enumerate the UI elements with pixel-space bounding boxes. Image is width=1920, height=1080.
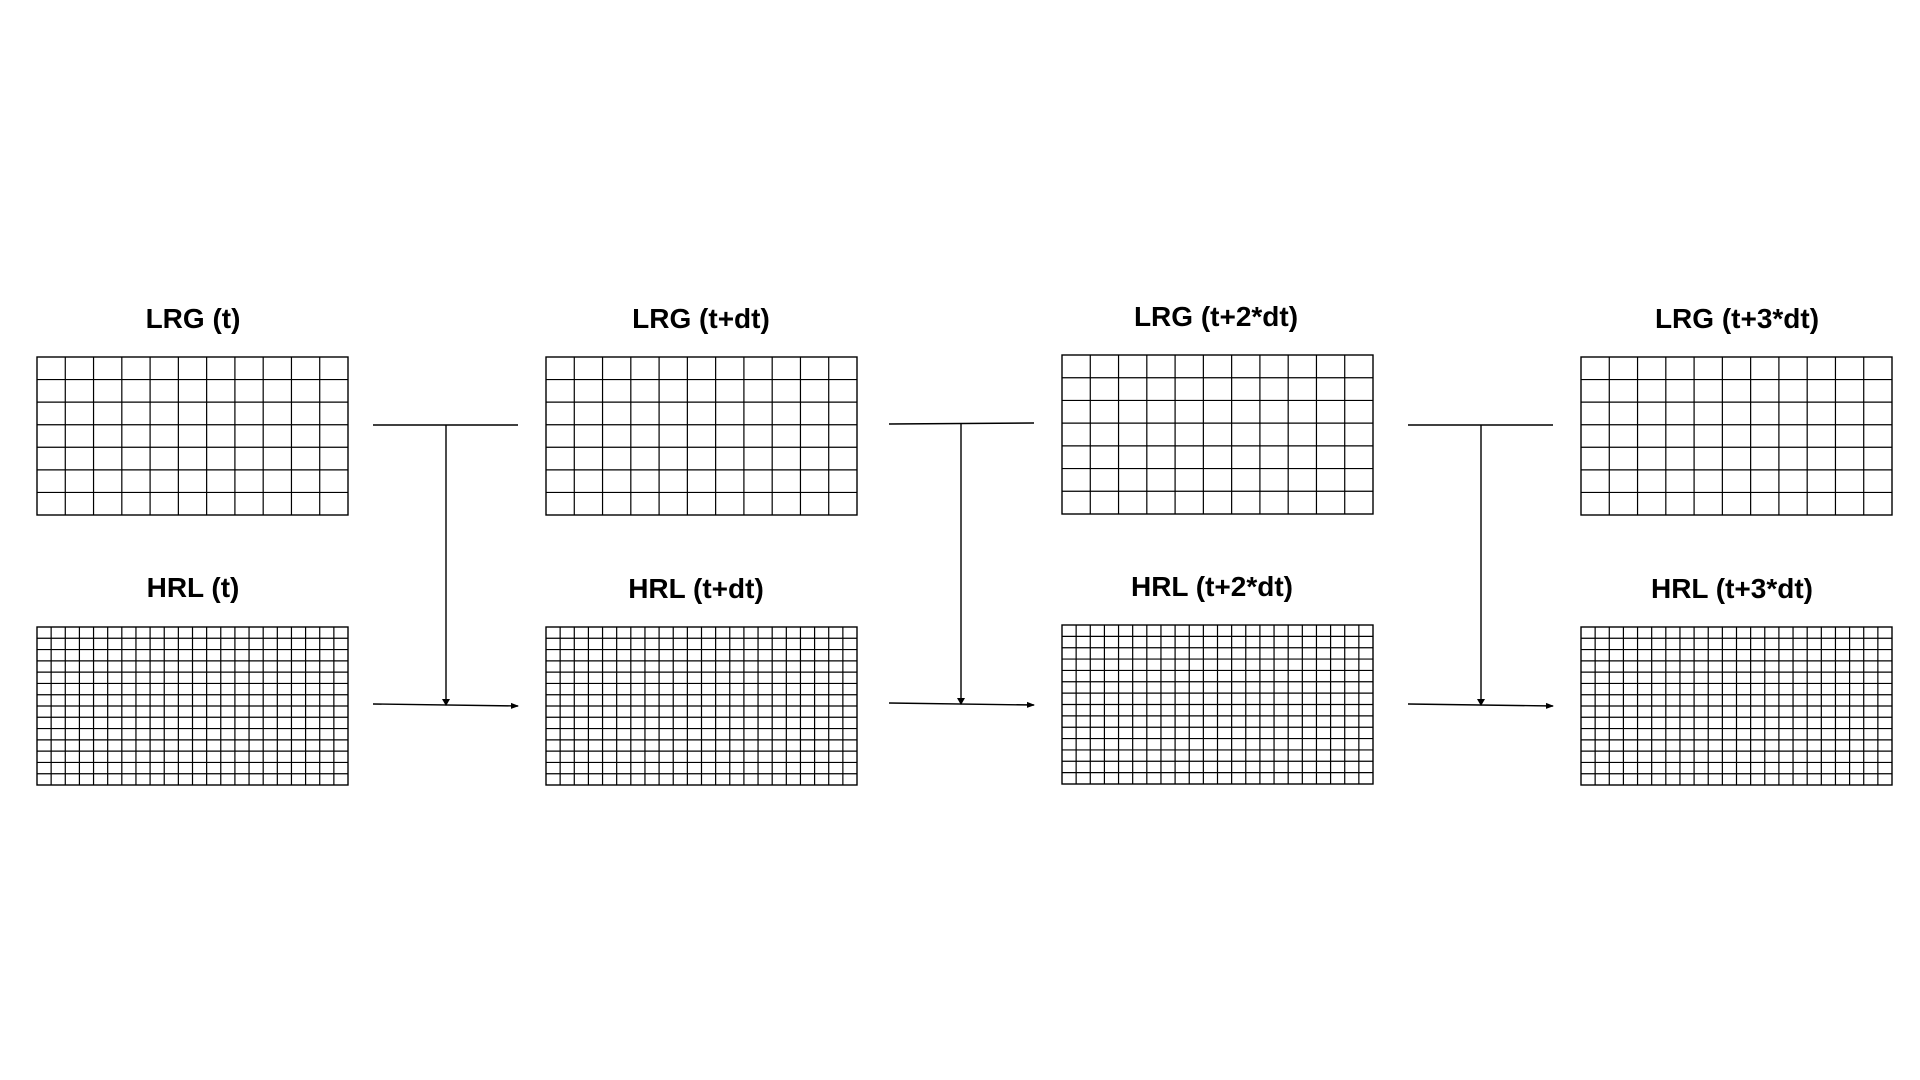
hrl-grid-t	[36, 626, 349, 786]
hrl-grid-t-plus-dt	[545, 626, 858, 786]
hrl-grid-t-plus-2dt	[1061, 624, 1374, 785]
grid-frame	[36, 356, 349, 516]
lrg-label-t-plus-2dt: LRG (t+2*dt)	[1134, 301, 1298, 332]
grid-frame	[545, 356, 858, 516]
column-t-plus-3dt: LRG (t+3*dt) HRL (t+3*dt)	[1580, 303, 1893, 786]
lrg-grid-t-plus-dt	[545, 356, 858, 516]
lrg-grid-t	[36, 356, 349, 516]
column-t: LRG (t) HRL (t)	[36, 303, 349, 786]
grid-frame	[1580, 356, 1893, 516]
hrl-label-t: HRL (t)	[147, 572, 240, 603]
lrg-label-t-plus-dt: LRG (t+dt)	[632, 303, 770, 334]
hrl-grid-t-plus-3dt	[1580, 626, 1893, 786]
lrg-label-t-plus-3dt: LRG (t+3*dt)	[1655, 303, 1819, 334]
transition-connector-3	[1407, 424, 1554, 709]
lrg-grid-t-plus-3dt	[1580, 356, 1893, 516]
column-t-plus-2dt: LRG (t+2*dt) HRL (t+2*dt)	[1061, 301, 1374, 785]
grid-frame	[1061, 354, 1374, 515]
transition-connector-2	[888, 422, 1035, 708]
connector-junction-arrowhead	[442, 699, 450, 706]
hrl-label-t-plus-dt: HRL (t+dt)	[628, 573, 764, 604]
lrg-grid-t-plus-2dt	[1061, 354, 1374, 515]
column-t-plus-dt: LRG (t+dt) HRL (t+dt)	[545, 303, 858, 786]
connector-junction-arrowhead	[957, 698, 965, 705]
connector-junction-arrowhead	[1477, 699, 1485, 706]
connector-top-line	[888, 422, 1035, 425]
hrl-label-t-plus-3dt: HRL (t+3*dt)	[1651, 573, 1813, 604]
lrg-label-t: LRG (t)	[146, 303, 241, 334]
hrl-label-t-plus-2dt: HRL (t+2*dt)	[1131, 571, 1293, 602]
transition-connector-1	[372, 424, 519, 709]
